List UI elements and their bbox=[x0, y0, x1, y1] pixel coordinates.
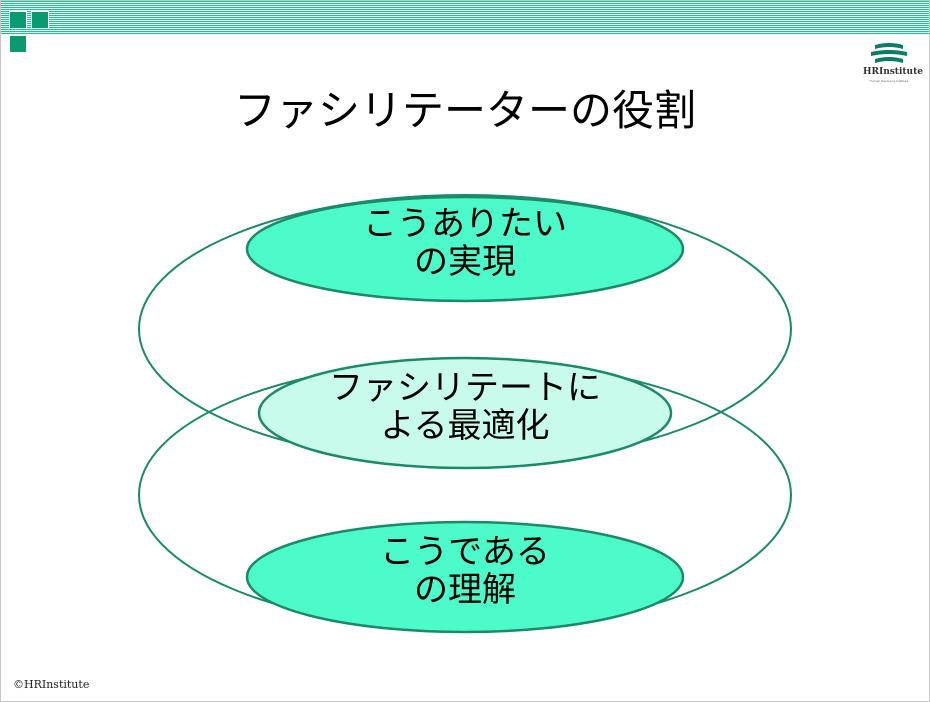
bottom-ellipse-label: こうである の理解 bbox=[265, 533, 665, 609]
hrinstitute-logo: HRInstitute Human Resource Institute bbox=[863, 41, 923, 89]
bottom-inner-ellipse bbox=[245, 520, 685, 634]
middle-ellipse-label-line1: ファシリテートに bbox=[329, 368, 601, 408]
logo-tagline: Human Resource Institute bbox=[869, 79, 909, 83]
header-stripe-band bbox=[1, 1, 929, 35]
top-ellipse-label: こうありたい の実現 bbox=[265, 205, 665, 281]
top-ellipse-label-line1: こうありたい bbox=[363, 204, 567, 244]
middle-inner-ellipse bbox=[257, 356, 673, 470]
copyright-text: ©HRInstitute bbox=[13, 678, 90, 691]
top-inner-ellipse bbox=[245, 195, 685, 303]
bottom-ellipse-label-line2: の理解 bbox=[414, 570, 516, 610]
top-ellipse-label-line2: の実現 bbox=[414, 242, 516, 282]
logo-mark-icon bbox=[871, 43, 907, 63]
decor-square bbox=[9, 11, 27, 29]
page-title: ファシリテーターの役割 bbox=[233, 86, 696, 135]
middle-ellipse-label: ファシリテートに よる最適化 bbox=[265, 369, 665, 445]
middle-ellipse-label-line2: よる最適化 bbox=[380, 406, 550, 446]
decor-square bbox=[31, 11, 49, 29]
logo-name: HRInstitute bbox=[863, 67, 923, 77]
bottom-ellipse-label-line1: こうである bbox=[380, 532, 550, 572]
decor-square bbox=[9, 35, 27, 53]
